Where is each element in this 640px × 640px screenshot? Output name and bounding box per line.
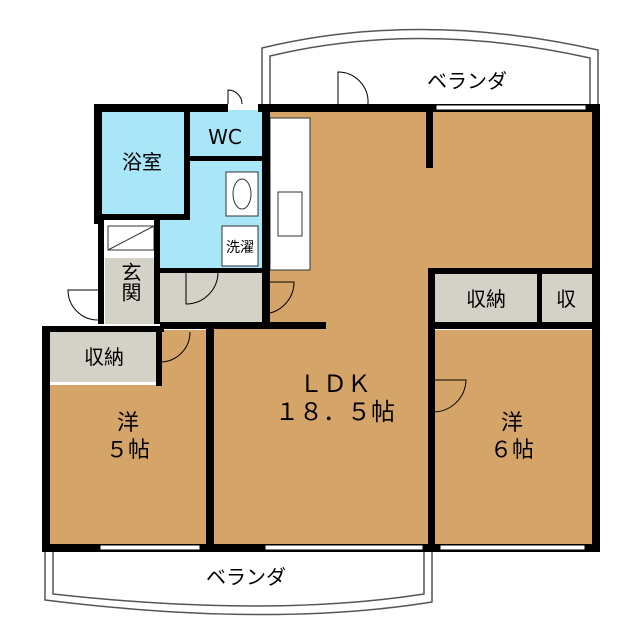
doors <box>67 71 467 413</box>
veranda-bottom-inner <box>52 548 425 607</box>
laundry-box <box>221 225 259 267</box>
storage-left-floor <box>48 332 160 382</box>
veranda-top-outline <box>261 28 599 108</box>
wc-floor <box>188 110 262 160</box>
bath-label: 浴室 <box>122 150 162 174</box>
veranda-top-label: ベランダ <box>427 69 507 93</box>
hall-floor <box>160 272 262 324</box>
veranda-bottom-label: ベランダ <box>206 565 286 589</box>
veranda-bottom-outline <box>44 548 433 616</box>
washbasin-bowl <box>232 178 252 210</box>
laundry-label: 洗濯 <box>226 240 254 256</box>
storage-small-floor <box>542 272 592 322</box>
windows <box>99 104 587 551</box>
entrance-floor <box>105 258 155 324</box>
veranda-top-inner <box>269 37 591 108</box>
ldk-label-line1: ＬＤＫ <box>299 370 371 398</box>
storage-right-label: 収納 <box>466 287 506 311</box>
storage-small-label: 収 <box>556 287 576 311</box>
wc-label: WC <box>208 125 242 149</box>
kitchen-sink <box>277 191 303 237</box>
west-room-floor <box>45 385 210 548</box>
west-room-label-line2: ５帖 <box>106 438 150 463</box>
storage-left-label: 収納 <box>84 345 124 369</box>
east-room-label-line2: ６帖 <box>490 438 534 463</box>
west-room-floor-top <box>160 330 210 390</box>
ldk-label-line2: １８．５帖 <box>275 398 395 426</box>
storage-right-floor <box>435 272 537 322</box>
east-room-floor <box>432 330 594 548</box>
west-room-label-line1: 洋 <box>117 411 139 436</box>
entrance-label: 玄関 <box>118 262 142 302</box>
east-room-label-line1: 洋 <box>501 411 523 436</box>
ldk-floor-link <box>262 270 432 330</box>
